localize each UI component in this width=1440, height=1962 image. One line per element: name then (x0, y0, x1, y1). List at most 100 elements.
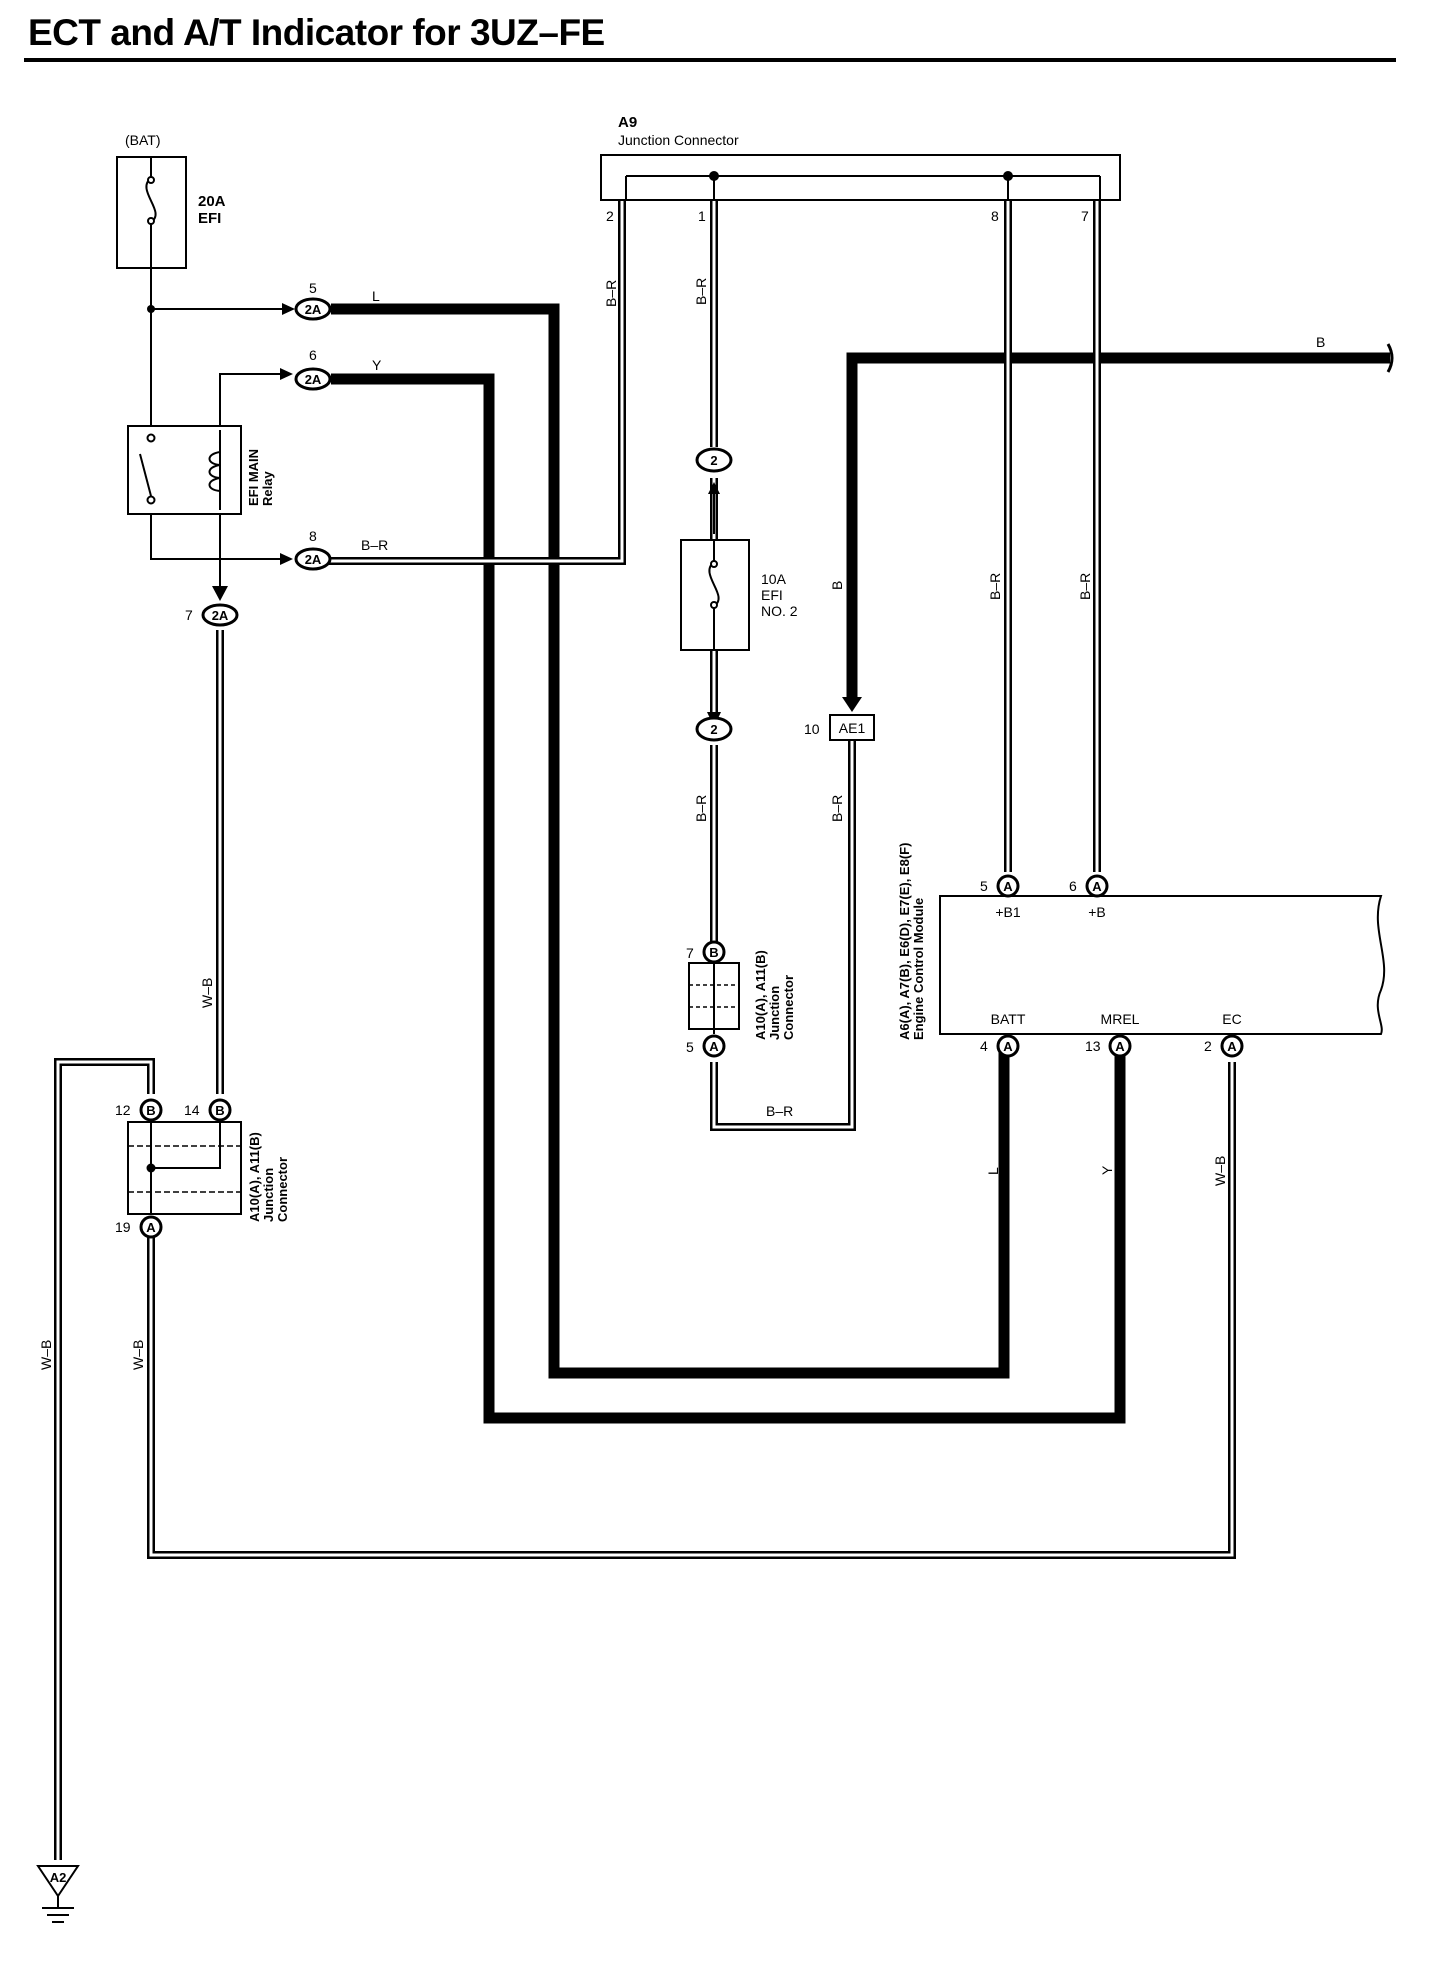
svg-text:4: 4 (980, 1038, 988, 1054)
ecm-pin-mrel: MREL 13 A (1085, 1011, 1140, 1058)
wire-label-br: B–R (829, 795, 845, 822)
fuse-efi-no2-rating: 10A (761, 571, 787, 587)
svg-text:2: 2 (606, 208, 614, 224)
svg-text:MREL: MREL (1101, 1011, 1140, 1027)
wire-b-break-icon (1386, 343, 1394, 373)
fuse-efi-no2: 10A EFI NO. 2 (680, 539, 798, 651)
arrow-icon (212, 586, 228, 601)
svg-text:7: 7 (1081, 208, 1089, 224)
svg-text:+B: +B (1088, 904, 1106, 920)
wire-label-br: B–R (693, 795, 709, 822)
svg-text:A: A (1092, 879, 1102, 894)
svg-text:A: A (1003, 879, 1013, 894)
svg-text:13: 13 (1085, 1038, 1101, 1054)
fuse-efi-source: (BAT) (125, 132, 161, 148)
svg-text:2A: 2A (305, 372, 322, 387)
svg-text:EC: EC (1222, 1011, 1241, 1027)
connector-ae1: 10 AE1 (804, 714, 875, 741)
ecm-name: Engine Control Module (911, 898, 926, 1040)
junction-a9: A9 Junction Connector 2 1 8 7 (600, 114, 1121, 224)
svg-text:AE1: AE1 (839, 720, 866, 736)
wire-y-path (331, 373, 1126, 1424)
svg-text:2A: 2A (212, 608, 229, 623)
ecm-code: A6(A), A7(B), E6(D), E7(E), E8(F) (897, 843, 912, 1040)
junction-a10-upper-code: A10(A), A11(B) (753, 950, 768, 1040)
efi-main-relay: EFI MAIN Relay (127, 425, 275, 515)
svg-text:14: 14 (184, 1102, 200, 1118)
ground-tag: A2 (50, 1870, 67, 1885)
ae1-arrow-icon (842, 697, 862, 712)
wire-label-b: B (1316, 334, 1325, 350)
ecm-pin-ec: EC 2 A (1204, 1011, 1244, 1058)
svg-text:7: 7 (686, 945, 694, 961)
wire-label-wb: W–B (1212, 1156, 1228, 1186)
svg-text:19: 19 (115, 1219, 131, 1235)
wire-label-l: L (985, 1167, 1001, 1175)
svg-text:5: 5 (686, 1039, 694, 1055)
svg-text:+B1: +B1 (995, 904, 1021, 920)
wire-label-y: Y (1099, 1165, 1115, 1175)
connector-2a-pin6: 6 2A (294, 347, 332, 391)
svg-text:10: 10 (804, 721, 820, 737)
title-rule (24, 58, 1396, 62)
arrow-icon (708, 482, 720, 494)
junction-a10-upper-name2: Connector (781, 975, 796, 1040)
svg-text:8: 8 (309, 528, 317, 544)
junction-a10-upper-name: Junction (767, 986, 782, 1040)
svg-text:B: B (709, 945, 718, 960)
junction-a10-upper: 7 B 5 A A10(A), A11(B) Junction Connecto… (686, 940, 796, 1058)
wire-l-path (331, 303, 1010, 1379)
svg-text:2: 2 (710, 453, 717, 468)
wire-label-br: B–R (987, 573, 1003, 600)
fuse-efi: (BAT) 20A EFI (116, 132, 226, 269)
wire-label-wb: W–B (130, 1340, 146, 1370)
connector-2a-pin8: 8 2A (294, 528, 332, 571)
arrow-icon (280, 553, 293, 565)
wire-label-b: B (829, 581, 845, 590)
svg-text:A: A (1227, 1039, 1237, 1054)
svg-text:6: 6 (309, 347, 317, 363)
junction-a10-lower: 12 B 14 B 19 A A10(A), A11(B) Junction C… (115, 1098, 290, 1239)
svg-text:B: B (146, 1103, 155, 1118)
wire-label-wb: W–B (199, 978, 215, 1008)
wire-b-path (846, 352, 1390, 700)
double-wires-inner (56, 178, 1234, 1860)
svg-text:5: 5 (309, 280, 317, 296)
relay-name2: Relay (260, 471, 275, 506)
arrow-icon (280, 368, 293, 380)
connector-2-top: 2 (695, 447, 733, 473)
relay-name: EFI MAIN (246, 449, 261, 506)
wire-label-wb: W–B (38, 1340, 54, 1370)
ground-a2-icon: A2 (36, 1865, 80, 1923)
svg-text:2A: 2A (305, 552, 322, 567)
junction-a10-lower-name2: Connector (275, 1157, 290, 1222)
junction-a10-lower-name: Junction (261, 1168, 276, 1222)
fuse-efi-name: EFI (198, 210, 221, 227)
wire-label-br: B–R (1077, 573, 1093, 600)
svg-text:B: B (215, 1103, 224, 1118)
svg-text:1: 1 (698, 208, 706, 224)
svg-text:7: 7 (185, 607, 193, 623)
svg-text:6: 6 (1069, 878, 1077, 894)
connector-2a-pin7: 7 2A (185, 603, 239, 627)
fuse-efi-no2-name2: NO. 2 (761, 603, 798, 619)
junction-a9-code: A9 (618, 114, 637, 131)
svg-text:2: 2 (710, 722, 717, 737)
engine-control-module: A6(A), A7(B), E6(D), E7(E), E8(F) Engine… (897, 843, 1386, 1058)
junction-a9-name: Junction Connector (618, 132, 739, 148)
arrow-icon (282, 303, 295, 315)
page-title: ECT and A/T Indicator for 3UZ–FE (28, 12, 605, 53)
connector-2-bottom: 2 (695, 716, 733, 742)
ecm-pin-b1: 5 A +B1 (980, 874, 1021, 920)
wire-label-y: Y (372, 357, 382, 373)
svg-text:BATT: BATT (991, 1011, 1026, 1027)
svg-text:2: 2 (1204, 1038, 1212, 1054)
junction-a10-lower-code: A10(A), A11(B) (247, 1132, 262, 1222)
svg-text:5: 5 (980, 878, 988, 894)
ecm-pin-batt: BATT 4 A (980, 1011, 1026, 1058)
wire-label-br: B–R (361, 537, 388, 553)
ecm-pin-b: 6 A +B (1069, 874, 1109, 920)
svg-text:2A: 2A (305, 302, 322, 317)
svg-text:A: A (1003, 1039, 1013, 1054)
wire-label-br: B–R (693, 278, 709, 305)
